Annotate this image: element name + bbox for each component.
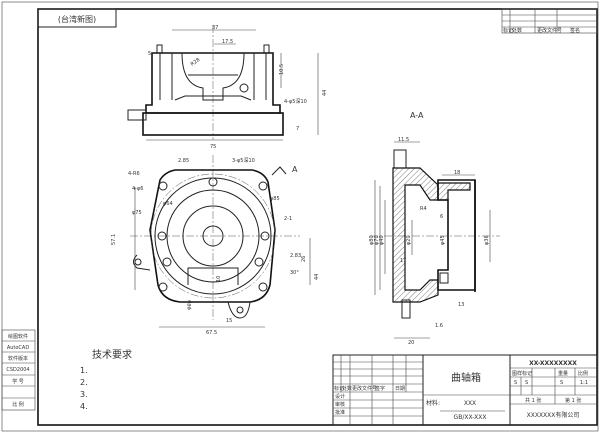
label-text: 7 [296,126,299,132]
label-text: φ85 [270,196,280,202]
label-text: 第 1 张 [565,397,581,404]
label-text: 2-1 [284,216,292,222]
header-label-box: (台湾新图) [37,8,117,28]
label-text: 审核 [335,401,345,408]
tech-requirements: 技术要求 1. 2. 3. 4. [80,348,132,411]
material: XXX [464,400,476,407]
label-text: 4-R6 [128,171,140,177]
label-text: φ36 [484,235,490,245]
label-text: S [514,380,517,386]
label-text: 57.1 [111,234,117,245]
title-block: 标记 处数 更改文件号 签字 日期 设计 审核 批准 曲轴箱 材料: XXX G… [332,354,598,426]
label-text: S [525,380,528,386]
label-text: 11.5 [398,137,409,143]
label-text: φ70 [374,235,380,245]
top-view: 37 17.5 R28 10.5 4-φ5深10 44 75 7 5 [127,25,328,150]
label-text: 17 [400,258,406,264]
label-text: φ20 [406,235,412,245]
label-text: 处数 [342,385,352,392]
label-text: 处数 [512,27,522,34]
label-text: 20 [408,340,414,346]
label-text: 44 [314,274,320,280]
part-name: 曲轴箱 [451,371,481,384]
label-text: 75 [210,144,216,150]
standard: GB/XX-XXX [454,414,487,421]
label-text: 15 [226,318,232,324]
label-text: 更改文件号 [537,27,562,34]
label-text: φ40 [379,235,385,245]
label-text: 共 1 张 [525,397,541,404]
label-text: 30° [290,270,299,276]
label-text: φ80 [186,300,194,311]
label-text: 签名 [570,27,580,34]
label-text: 2.85 [178,158,189,164]
drawing-frame [37,8,598,426]
label-text: 1. [80,366,88,375]
label-text: 比例 [578,370,588,377]
label-text: 设计 [335,393,345,400]
label-text: 更改文件号 [352,385,377,392]
label-text: 37 [212,25,218,31]
label-text: 批准 [335,409,345,416]
label-text: CSD2004 [6,367,29,373]
label-text: 标记 [334,385,344,392]
section-mark: A [292,165,298,174]
label-text: 3-φ5深10 [232,157,255,164]
label-text: S [560,380,563,386]
label-text: AutoCAD [7,345,30,351]
label-text: 重量 [558,370,568,377]
label-text: 4-φ6 [132,186,143,192]
label-text: 67.5 [206,330,217,336]
label-text: 6 [440,214,443,220]
front-view: 2.85 3-φ5深10 4-R6 4-φ6 φ75 φ64 φ85 2-1 2… [111,155,320,336]
section-view: A-A 11.5 18 φ80 φ70 φ40 φ20 φ45 φ36 17 1… [369,111,500,346]
label-text: 绘图软件 [8,333,28,340]
label-text: 2.83 [290,253,301,259]
label-text: 1:1 [580,380,588,386]
label-text: 5 [148,51,151,57]
label-text: 2. [80,378,88,387]
label-text: 技术要求 [92,348,132,361]
label-text: R4 [420,206,427,212]
label-text: 3. [80,390,88,399]
label-text: 比 例 [12,401,24,408]
label-text: 10 [216,276,222,282]
label-text: 4. [80,402,88,411]
drawing-number: XX-XXXXXXXX [529,360,577,367]
label-text: 44 [322,90,328,96]
label-text: 图样标记 [512,370,532,377]
label-text: 13 [458,302,464,308]
label-text: 标记 [503,27,513,34]
label-text: R28 [190,57,202,68]
label-text: 学 号 [12,378,24,385]
label-text: φ45 [440,235,446,245]
section-title: A-A [410,111,424,120]
label-text: 1.6 [435,323,443,329]
label-text: 17.5 [222,39,233,45]
label-text: 日期 [395,386,405,392]
revision-table: 标记 处数 更改文件号 签名 [501,8,598,34]
label-text: 材料: [426,399,440,407]
header-label: (台湾新图) [58,14,96,24]
label-text: φ64 [163,201,173,207]
label-text: 软件版本 [8,355,28,362]
label-text: 26 [301,256,307,262]
label-text: φ80 [369,235,375,245]
bolt-holes [157,177,270,292]
company-name: XXXXXXX有限公司 [527,411,580,419]
label-text: 签字 [375,385,385,392]
label-text: 10.5 [279,64,285,75]
label-text: φ75 [132,210,142,216]
label-text: 18 [454,170,460,176]
label-text: 4-φ5深10 [284,98,307,105]
side-strip: 绘图软件 AutoCAD 软件版本 CSD2004 学 号 比 例 [1,329,36,411]
